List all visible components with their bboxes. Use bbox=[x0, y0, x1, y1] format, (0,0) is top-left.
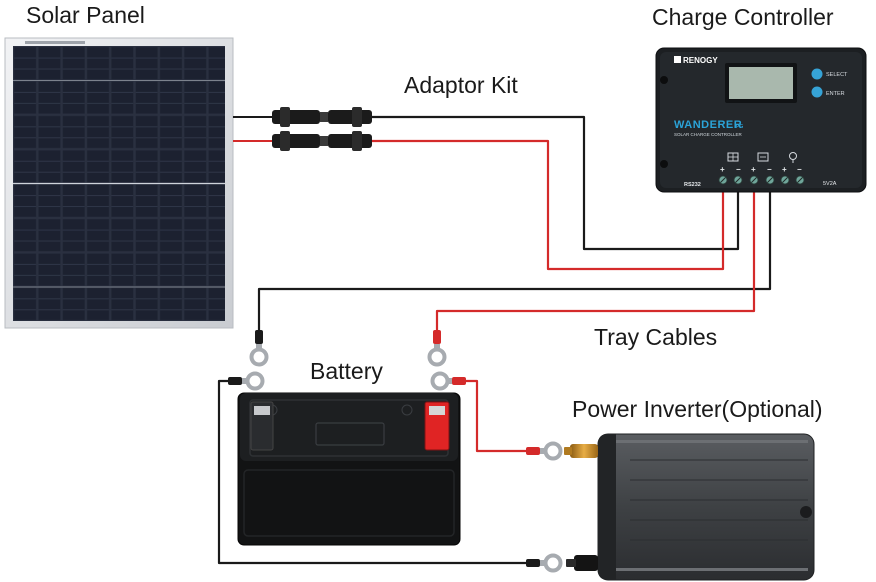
ring-terminal-inverter-negative-battery bbox=[228, 371, 265, 391]
controller-lcd bbox=[729, 67, 793, 99]
terminal-sign-pv-negative: − bbox=[736, 165, 741, 174]
battery-lid bbox=[240, 393, 458, 461]
wire-tray-negative bbox=[257, 190, 772, 334]
label-power-inverter: Power Inverter(Optional) bbox=[572, 396, 823, 422]
controller-subtitle: SOLAR CHARGE CONTROLLER bbox=[674, 132, 743, 137]
controller-model-suffix: PG bbox=[736, 124, 743, 130]
solar-terminal-icon bbox=[727, 152, 739, 162]
controller-enter-button[interactable] bbox=[811, 86, 823, 98]
controller-usb-label: 5V2A bbox=[823, 181, 837, 187]
battery-terminal-icon bbox=[757, 152, 769, 162]
controller-rs232-label: RS232 bbox=[684, 182, 701, 188]
ring-terminal-inverter-positive-battery bbox=[430, 371, 466, 391]
wire-adaptor-positive bbox=[372, 139, 725, 271]
mc4-connector-positive bbox=[272, 131, 372, 151]
inverter-body bbox=[597, 433, 815, 581]
ring-terminal-tray-negative bbox=[249, 330, 269, 367]
mc4-connector-negative bbox=[272, 107, 372, 127]
controller-brand: RENOGY bbox=[683, 56, 718, 65]
battery-plus-mark bbox=[401, 404, 413, 416]
adaptor-kit bbox=[272, 107, 372, 151]
battery bbox=[237, 392, 461, 546]
terminal-sign-pv-positive: + bbox=[720, 165, 725, 174]
terminal-sign-load-negative: − bbox=[797, 165, 802, 174]
ring-terminal-inverter-negative bbox=[526, 553, 563, 573]
controller-mount-hole-tl bbox=[660, 76, 668, 84]
controller-mount-hole-bl bbox=[660, 160, 668, 168]
inverter-positive-post bbox=[570, 444, 598, 458]
label-solar-panel: Solar Panel bbox=[26, 2, 145, 28]
label-battery: Battery bbox=[310, 358, 383, 384]
wire-inverter-positive bbox=[465, 379, 528, 453]
controller-enter-label: ENTER bbox=[826, 91, 845, 97]
renogy-logo-icon bbox=[674, 56, 681, 63]
wire-adaptor-negative bbox=[372, 115, 740, 251]
inverter-end-plate bbox=[598, 434, 616, 580]
load-terminal-icon bbox=[789, 152, 797, 163]
label-charge-controller: Charge Controller bbox=[652, 4, 834, 30]
solar-panel bbox=[4, 37, 234, 329]
inverter-button bbox=[800, 506, 812, 518]
controller-model: WANDERER bbox=[674, 119, 742, 131]
wire-inverter-negative bbox=[217, 379, 528, 565]
ring-terminal-inverter-positive bbox=[526, 441, 563, 461]
inverter-negative-post bbox=[574, 555, 598, 571]
terminal-sign-load-positive: + bbox=[782, 165, 787, 174]
controller-select-label: SELECT bbox=[826, 72, 848, 78]
charge-controller: SELECT ENTER RENOGY WANDERER PG SOLAR CH… bbox=[655, 47, 867, 193]
power-inverter bbox=[564, 433, 815, 581]
controller-select-button[interactable] bbox=[811, 68, 823, 80]
battery-label-window bbox=[315, 422, 385, 446]
ring-terminal-tray-positive bbox=[427, 330, 447, 367]
label-tray-cables: Tray Cables bbox=[594, 324, 718, 350]
wire-tray-positive bbox=[435, 190, 756, 334]
terminal-sign-bat-positive: + bbox=[751, 165, 756, 174]
solar-panel-busbars bbox=[13, 80, 225, 288]
wires bbox=[217, 115, 772, 565]
inverter-fins bbox=[630, 459, 808, 541]
terminal-sign-bat-negative: − bbox=[767, 165, 772, 174]
label-adaptor-kit: Adaptor Kit bbox=[404, 72, 518, 98]
